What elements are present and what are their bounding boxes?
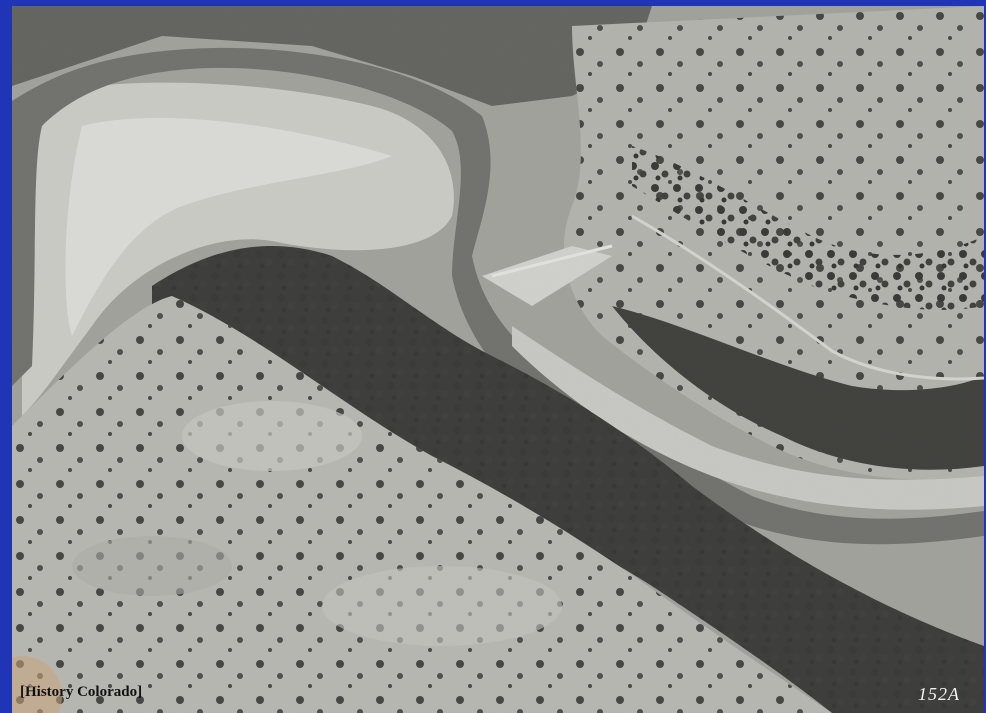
aerial-photograph <box>12 6 984 713</box>
photo-stain <box>12 656 62 713</box>
photo-credit-caption: [History Colorado] <box>20 684 143 700</box>
plate-number: 152A <box>918 684 960 704</box>
aerial-river-canyon-image <box>12 6 984 713</box>
